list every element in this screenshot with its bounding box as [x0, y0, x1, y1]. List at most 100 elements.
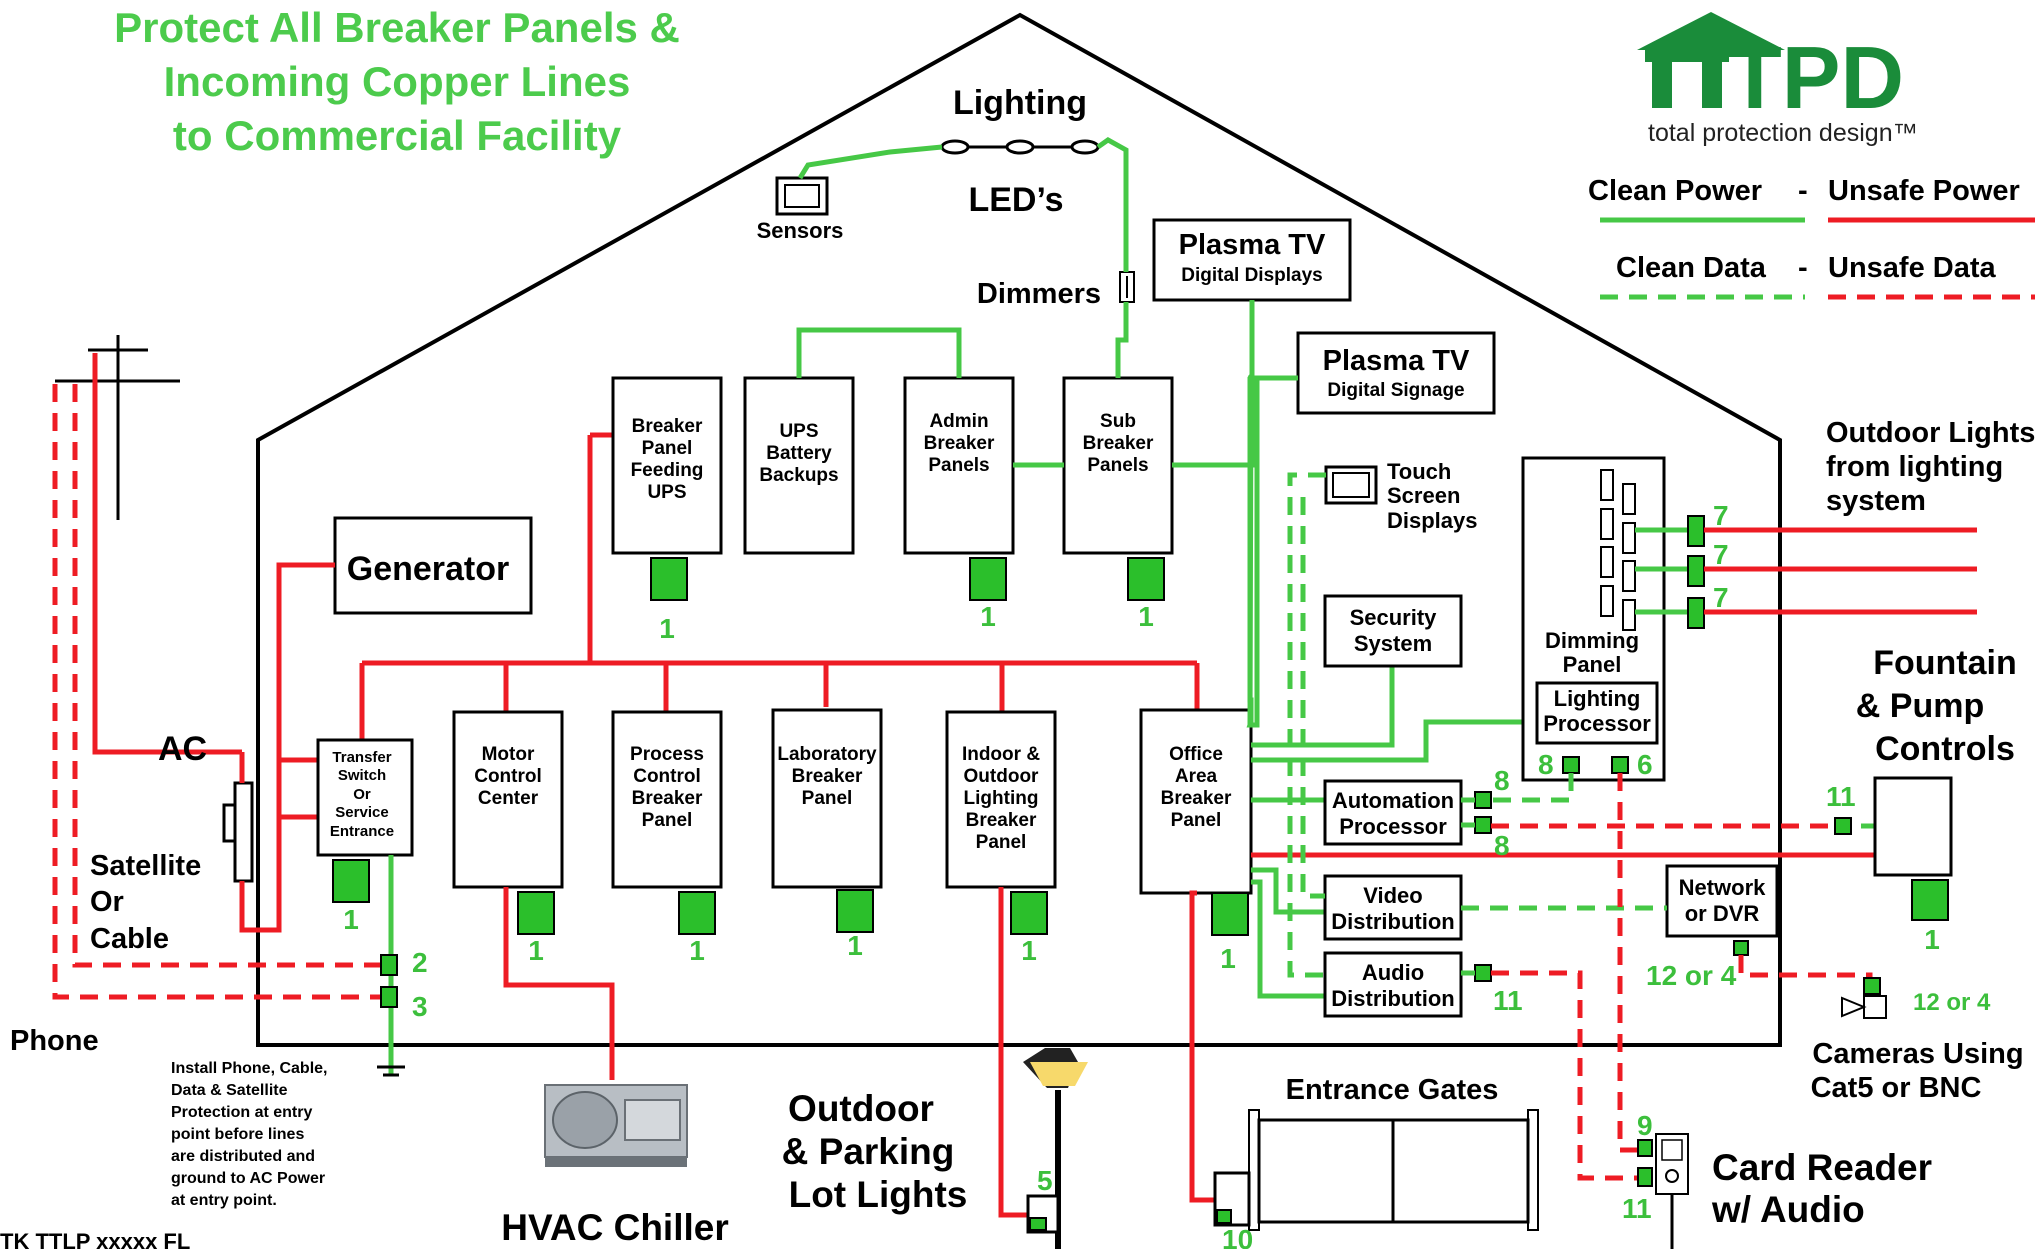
lighting-label: Lighting: [953, 84, 1087, 122]
svg-text:1: 1: [1924, 924, 1940, 955]
svg-text:Protection at entry: Protection at entry: [171, 1104, 312, 1121]
protector-3: [380, 986, 398, 1008]
audio-distribution-box: [1323, 951, 1463, 1018]
svg-text:Breaker: Breaker: [966, 810, 1037, 831]
generator-box: [333, 516, 533, 615]
cameras-label-1: Cameras Using: [1812, 1038, 2023, 1070]
parking-label-1: Outdoor: [788, 1088, 934, 1129]
protector-1: [650, 557, 688, 601]
phone-label: Phone: [10, 1025, 99, 1057]
legend-clean-data: Clean Data: [1616, 252, 1767, 284]
svg-text:Network: Network: [1679, 875, 1767, 900]
svg-text:Entrance: Entrance: [330, 823, 394, 840]
svg-text:11: 11: [1493, 985, 1523, 1016]
protector-5: [1029, 1217, 1047, 1231]
svg-text:8: 8: [1538, 749, 1554, 780]
svg-text:Video: Video: [1363, 883, 1423, 908]
led-light-icon: [1005, 139, 1035, 155]
led-light-icon: [940, 139, 970, 155]
legend-dash-1: -: [1798, 175, 1808, 207]
protector-7: [1687, 515, 1705, 547]
svg-text:Dimming: Dimming: [1545, 628, 1639, 653]
protector-1: [517, 891, 555, 935]
protector-1: [1211, 892, 1249, 936]
svg-text:Breaker: Breaker: [1083, 433, 1154, 454]
svg-text:Laboratory: Laboratory: [777, 744, 877, 765]
protector-11: [1834, 817, 1852, 835]
protector-8: [1474, 816, 1492, 834]
satellite-cable-line: [72, 384, 388, 968]
svg-text:1: 1: [1220, 943, 1236, 974]
install-note: Install Phone, Cable, Data & Satellite P…: [171, 1060, 327, 1209]
protector-11: [1474, 964, 1492, 982]
protector-12: [1863, 977, 1881, 995]
svg-text:point before lines: point before lines: [171, 1126, 304, 1143]
sub-breaker-panels: [1062, 376, 1174, 555]
svg-text:Breaker: Breaker: [1161, 788, 1232, 809]
parking-label-2: & Parking: [782, 1131, 955, 1172]
svg-text:Touch: Touch: [1387, 459, 1451, 484]
plasma-tv-signage-box: [1296, 331, 1496, 415]
lighting-breaker-panel: [945, 710, 1057, 889]
svg-text:Admin: Admin: [929, 411, 988, 432]
cameras-label-2: Cat5 or BNC: [1811, 1072, 1982, 1104]
svg-text:UPS: UPS: [647, 482, 686, 503]
svg-text:Distribution: Distribution: [1331, 909, 1454, 934]
protector-1: [1010, 891, 1048, 935]
headline-line-3: to Commercial Facility: [173, 112, 622, 159]
protector-1: [332, 859, 370, 903]
protector-11: [1637, 1167, 1653, 1187]
svg-text:Panels: Panels: [928, 455, 989, 476]
led-light-icon: [1070, 139, 1100, 155]
svg-text:9: 9: [1637, 1110, 1653, 1141]
svg-text:Panel: Panel: [642, 810, 693, 831]
protector-2: [380, 954, 398, 976]
breaker-panel-ups: [611, 376, 723, 555]
plasma-tv-signage-sub: Digital Signage: [1327, 380, 1464, 401]
plasma-tv-displays-sub: Digital Displays: [1181, 265, 1323, 286]
svg-text:11: 11: [1622, 1193, 1652, 1224]
logo-tagline: total protection design™: [1648, 119, 1918, 147]
logo-brand: TPD: [1728, 28, 1904, 127]
plasma-tv-signage-title: Plasma TV: [1323, 345, 1470, 377]
laboratory-breaker-panel: [771, 708, 883, 889]
hvac-label: HVAC Chiller: [501, 1207, 729, 1248]
motor-control-center: [452, 710, 564, 889]
legend-unsafe-data: Unsafe Data: [1828, 252, 1996, 284]
svg-text:Audio: Audio: [1362, 960, 1424, 985]
svg-text:1: 1: [528, 935, 544, 966]
svg-text:Lighting: Lighting: [1554, 686, 1641, 711]
legend-clean-power: Clean Power: [1588, 175, 1762, 207]
svg-text:Backups: Backups: [759, 465, 838, 486]
entrance-gate-icon: [1248, 1109, 1539, 1231]
tpd-logo: TPD total protection design™: [1637, 12, 1918, 147]
parking-label-3: Lot Lights: [789, 1174, 968, 1215]
svg-text:12 or 4: 12 or 4: [1646, 960, 1737, 991]
dimmer-module-icons: [1600, 469, 1636, 631]
svg-text:11: 11: [1826, 781, 1856, 812]
svg-text:are distributed and: are distributed and: [171, 1148, 315, 1165]
svg-text:Indoor &: Indoor &: [962, 744, 1040, 765]
svg-text:Outdoor: Outdoor: [964, 766, 1040, 787]
svg-text:UPS: UPS: [779, 421, 818, 442]
svg-text:Switch: Switch: [338, 767, 386, 784]
card-reader-icon: [1655, 1133, 1689, 1249]
hvac-feed-line: [503, 887, 615, 1080]
svg-text:1: 1: [659, 613, 675, 644]
svg-text:6: 6: [1637, 749, 1653, 780]
svg-text:Center: Center: [478, 788, 539, 809]
outdoor-lights-line-1: Outdoor Lights: [1826, 417, 2035, 449]
house-roof-icon: [1637, 12, 1785, 50]
security-system-box: [1323, 594, 1463, 668]
svg-text:Processor: Processor: [1543, 711, 1651, 736]
fountain-label-1: Fountain: [1873, 644, 2017, 682]
svg-text:Processor: Processor: [1339, 814, 1447, 839]
camera-icon: [1841, 995, 1887, 1019]
svg-text:1: 1: [343, 904, 359, 935]
svg-text:Feeding: Feeding: [631, 460, 704, 481]
network-dvr-box: [1665, 864, 1779, 938]
plasma-tv-displays-box: [1152, 218, 1352, 302]
protector-12: [1733, 940, 1749, 956]
svg-text:8: 8: [1494, 830, 1510, 861]
